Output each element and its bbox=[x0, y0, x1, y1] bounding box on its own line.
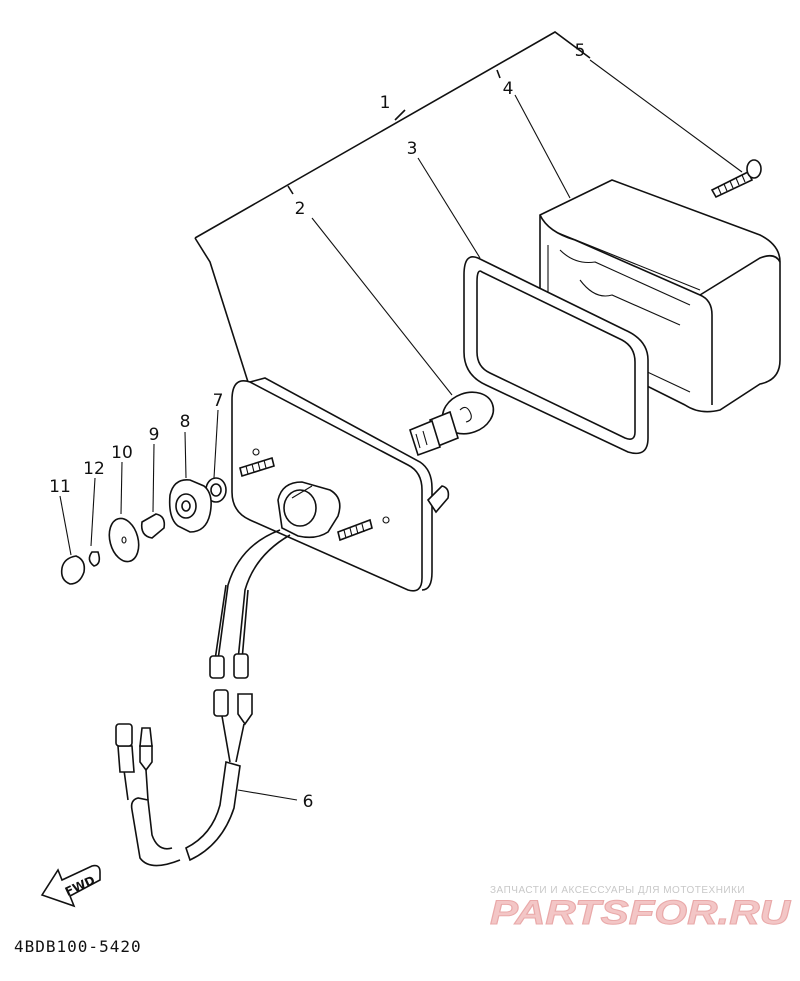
screw-part-5 bbox=[710, 159, 762, 199]
callout-9: 9 bbox=[149, 425, 160, 445]
assembly-brackets bbox=[194, 31, 591, 383]
callout-8: 8 bbox=[180, 412, 191, 432]
callout-4: 4 bbox=[503, 79, 514, 99]
bulb-part-2 bbox=[409, 391, 495, 457]
callout-labels: 1 2 3 4 5 6 7 8 9 10 11 12 FWD bbox=[49, 41, 585, 899]
callout-10: 10 bbox=[111, 443, 133, 463]
grommet-part-8 bbox=[168, 478, 212, 533]
callout-1: 1 bbox=[380, 93, 391, 113]
callout-12: 12 bbox=[83, 459, 105, 479]
nut-part-11 bbox=[60, 555, 86, 585]
watermark-brand: PARTSFOR.RU bbox=[490, 894, 792, 932]
drawing-code: 4BDB100-5420 bbox=[14, 937, 142, 956]
callout-2: 2 bbox=[295, 199, 306, 219]
callout-11: 11 bbox=[49, 477, 71, 497]
spring-washer-part-12 bbox=[88, 551, 101, 567]
flat-washer-part-10 bbox=[108, 517, 140, 563]
watermark: ЗАПЧАСТИ И АКСЕССУАРЫ ДЛЯ МОТОТЕХНИКИ PA… bbox=[490, 885, 793, 933]
leader-lines bbox=[59, 59, 743, 801]
watermark-tagline: ЗАПЧАСТИ И АКСЕССУАРЫ ДЛЯ МОТОТЕХНИКИ bbox=[490, 885, 745, 896]
gasket-part-3 bbox=[463, 256, 649, 455]
fwd-arrow-icon bbox=[40, 864, 101, 908]
base-plate-part-1 bbox=[231, 377, 450, 592]
callout-6: 6 bbox=[303, 792, 314, 812]
callout-5: 5 bbox=[575, 41, 586, 61]
callout-7: 7 bbox=[213, 391, 224, 411]
spacer-part-9 bbox=[140, 513, 166, 539]
harness-wires bbox=[115, 529, 291, 867]
callout-3: 3 bbox=[407, 139, 418, 159]
